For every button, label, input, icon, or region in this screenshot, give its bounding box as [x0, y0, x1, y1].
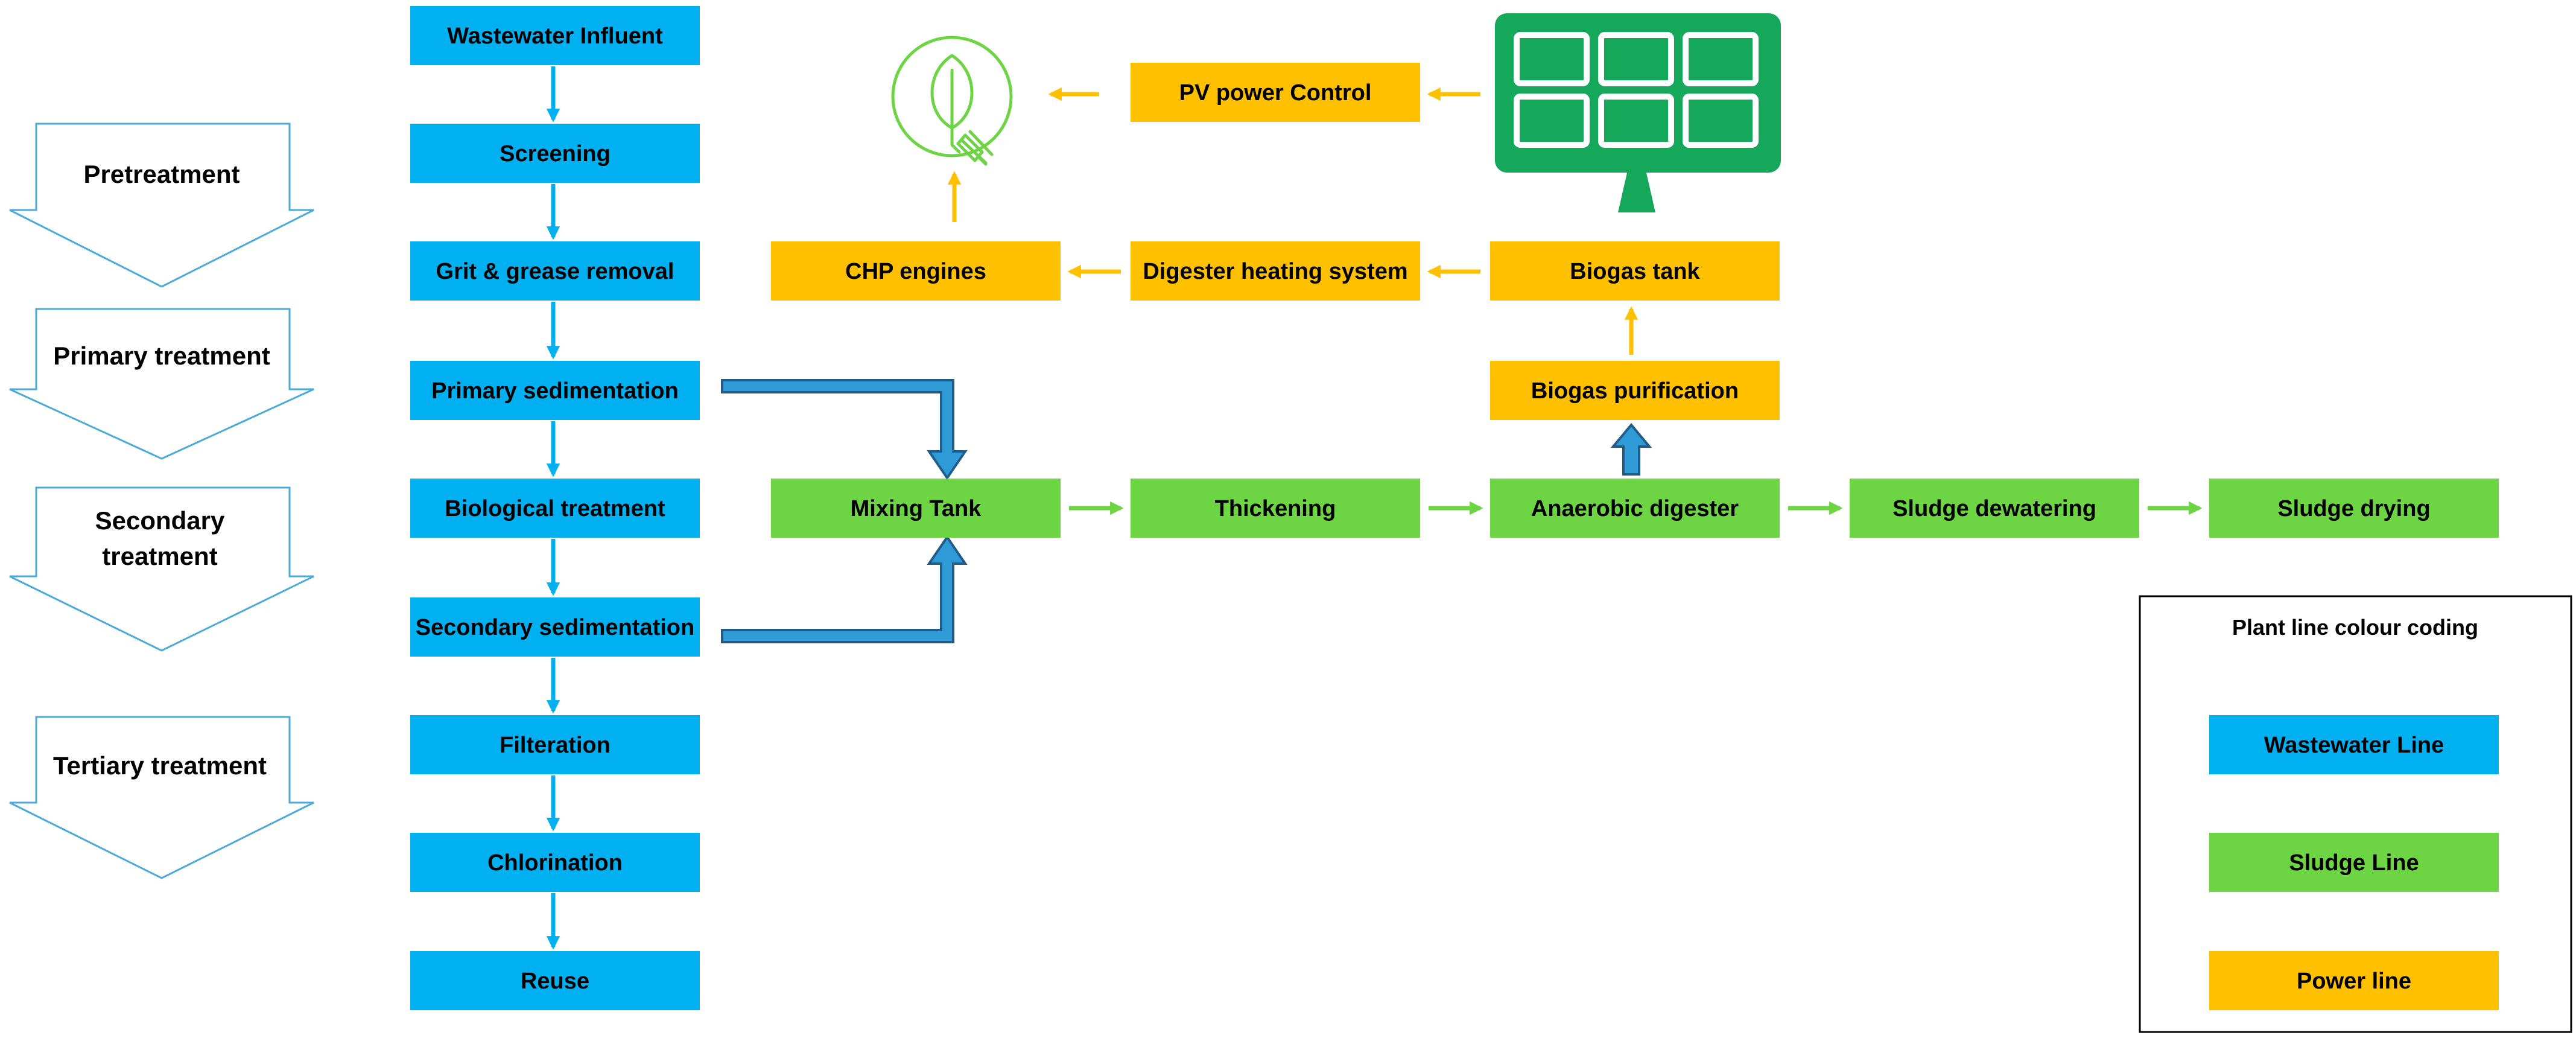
box-filteration-label: Filteration — [500, 733, 611, 758]
box-anaerobic-digester — [1490, 479, 1780, 538]
box-mixing-tank — [771, 479, 1061, 538]
stage-arrow-primary — [9, 308, 314, 460]
box-primary-sedimentation — [410, 361, 700, 420]
arrow-primary-sedimentation-to-mixing-tank — [721, 379, 968, 480]
box-reuse — [410, 951, 700, 1010]
legend-label-wastewater: Wastewater Line — [2264, 733, 2444, 758]
box-biogas-purification — [1490, 361, 1780, 420]
legend-swatch-wastewater — [2209, 715, 2499, 774]
box-secondary-sedimentation-label: Secondary sedimentation — [416, 615, 694, 640]
box-reuse-label: Reuse — [521, 969, 589, 994]
stage-arrow-tertiary — [9, 716, 314, 879]
arrow-digester-to-biogas-purification — [1610, 422, 1652, 476]
box-sludge-drying — [2209, 479, 2499, 538]
box-biological-treatment — [410, 479, 700, 538]
power-line: PV power Control CHP engines Digester he… — [771, 63, 1780, 420]
box-mixing-tank-label: Mixing Tank — [851, 496, 982, 521]
legend-swatch-sludge — [2209, 833, 2499, 892]
eco-leaf-plug-icon — [891, 36, 1013, 166]
legend-label-power: Power line — [2297, 969, 2411, 994]
stage-arrows: Pretreatment Primary treatment Secondary… — [9, 123, 314, 879]
box-thickening — [1131, 479, 1420, 538]
legend-label-sludge: Sludge Line — [2289, 850, 2419, 876]
stage-arrow-pretreatment — [9, 123, 314, 288]
stage-label-secondary-line1: Secondary — [95, 506, 225, 535]
stage-arrow-secondary — [9, 486, 314, 652]
box-biogas-tank-label: Biogas tank — [1570, 259, 1700, 284]
arrow-secondary-sedimentation-to-mixing-tank — [721, 535, 968, 643]
stage-label-tertiary: Tertiary treatment — [53, 751, 267, 780]
box-filteration — [410, 715, 700, 774]
box-pv-power-control — [1131, 63, 1420, 122]
solar-panel-icon — [1495, 13, 1781, 212]
box-sludge-drying-label: Sludge drying — [2277, 496, 2430, 521]
box-grit-grease-removal-label: Grit & grease removal — [436, 259, 674, 284]
box-sludge-dewatering-label: Sludge dewatering — [1892, 496, 2096, 521]
stage-label-pretreatment: Pretreatment — [83, 160, 240, 188]
box-screening — [410, 124, 700, 183]
box-chp-engines-label: CHP engines — [845, 259, 986, 284]
legend-title: Plant line colour coding — [2232, 615, 2478, 640]
sludge-line: Mixing Tank Thickening Anaerobic digeste… — [771, 479, 2499, 538]
box-pv-power-control-label: PV power Control — [1179, 80, 1372, 106]
legend-frame — [2139, 595, 2572, 1033]
box-chlorination — [410, 833, 700, 892]
wastewater-line: Wastewater Influent Screening Grit & gre… — [410, 6, 700, 1010]
box-thickening-label: Thickening — [1215, 496, 1336, 521]
legend-swatch-power — [2209, 951, 2499, 1010]
box-chlorination-label: Chlorination — [487, 850, 623, 876]
box-secondary-sedimentation — [410, 597, 700, 657]
stage-label-primary: Primary treatment — [53, 342, 270, 370]
sludge-transfer-arrows — [721, 379, 968, 643]
box-wastewater-influent — [410, 6, 700, 65]
box-anaerobic-digester-label: Anaerobic digester — [1531, 496, 1739, 521]
box-digester-heating-system — [1131, 241, 1420, 301]
box-chp-engines — [771, 241, 1061, 301]
box-primary-sedimentation-label: Primary sedimentation — [431, 378, 679, 404]
legend: Plant line colour coding Wastewater Line… — [2139, 595, 2572, 1033]
box-sludge-dewatering — [1850, 479, 2139, 538]
box-wastewater-influent-label: Wastewater Influent — [447, 24, 663, 49]
box-digester-heating-system-label: Digester heating system — [1143, 259, 1407, 284]
box-biogas-purification-label: Biogas purification — [1531, 378, 1739, 404]
box-grit-grease-removal — [410, 241, 700, 301]
box-biological-treatment-label: Biological treatment — [445, 496, 665, 521]
stage-label-secondary-line2: treatment — [102, 542, 217, 570]
box-biogas-tank — [1490, 241, 1780, 301]
box-screening-label: Screening — [500, 141, 611, 167]
